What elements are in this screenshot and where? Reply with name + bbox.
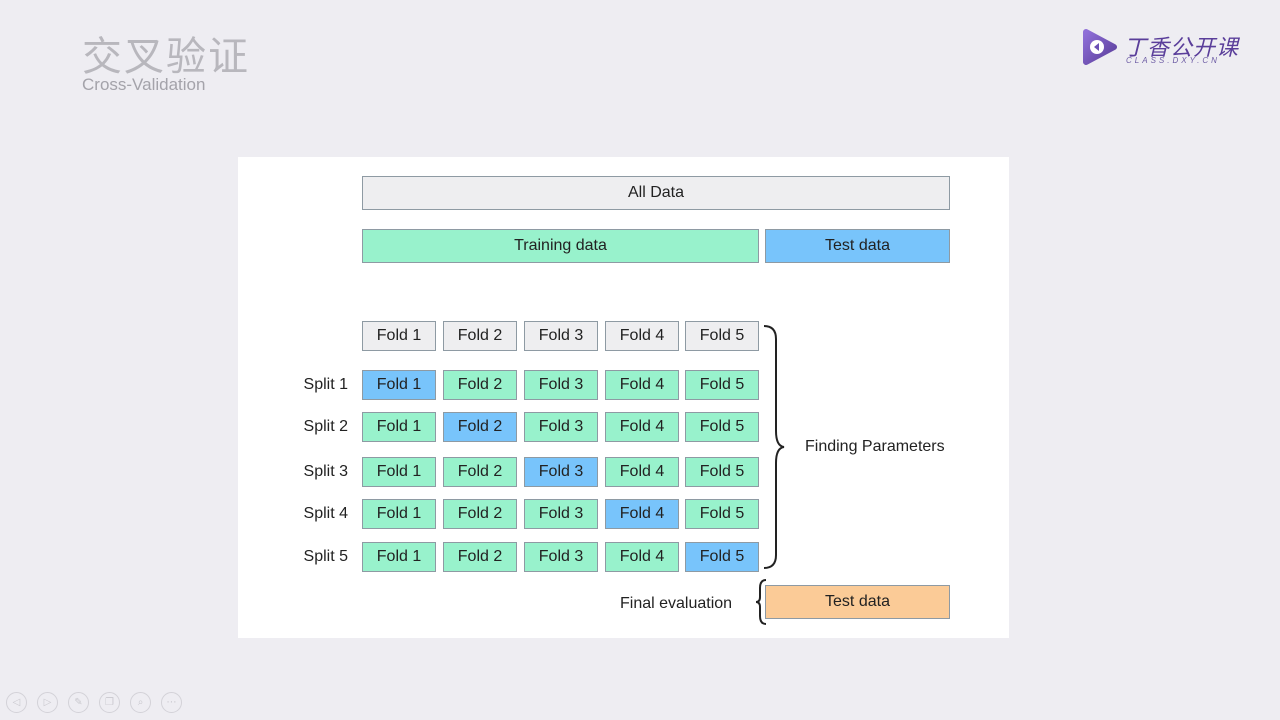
all-data-box: All Data: [362, 176, 950, 210]
zoom-icon[interactable]: ⌕: [130, 692, 151, 713]
train-fold-box: Fold 3: [524, 412, 598, 442]
train-fold-box: Fold 5: [685, 370, 759, 400]
test-fold-box: Fold 1: [362, 370, 436, 400]
train-fold-box: Fold 1: [362, 499, 436, 529]
curly-brace-icon: [755, 579, 767, 625]
train-fold-box: Fold 5: [685, 412, 759, 442]
split-label: Split 3: [303, 463, 348, 480]
train-fold-box: Fold 3: [524, 542, 598, 572]
slide-subtitle: Cross-Validation: [82, 75, 206, 94]
split-label: Split 2: [303, 418, 348, 435]
test-data-box: Test data: [765, 229, 950, 263]
train-fold-box: Fold 2: [443, 499, 517, 529]
split-label: Split 5: [303, 548, 348, 565]
train-fold-box: Fold 1: [362, 412, 436, 442]
curly-brace-icon: [763, 325, 785, 569]
more-icon[interactable]: ⋯: [161, 692, 182, 713]
train-fold-box: Fold 4: [605, 457, 679, 487]
finding-parameters-label: Finding Parameters: [805, 438, 945, 455]
fold-header-box: Fold 2: [443, 321, 517, 351]
test-fold-box: Fold 2: [443, 412, 517, 442]
fold-header-box: Fold 5: [685, 321, 759, 351]
play-logo-icon: [1083, 29, 1117, 65]
brand-domain: CLASS.DXY.CN: [1126, 56, 1220, 65]
train-fold-box: Fold 3: [524, 499, 598, 529]
train-fold-box: Fold 4: [605, 412, 679, 442]
test-fold-box: Fold 3: [524, 457, 598, 487]
test-fold-box: Fold 4: [605, 499, 679, 529]
train-fold-box: Fold 1: [362, 457, 436, 487]
slide-title: 交叉验证: [82, 34, 250, 80]
final-test-data-box: Test data: [765, 585, 950, 619]
train-fold-box: Fold 2: [443, 542, 517, 572]
pen-icon[interactable]: ✎: [68, 692, 89, 713]
train-fold-box: Fold 2: [443, 370, 517, 400]
train-fold-box: Fold 1: [362, 542, 436, 572]
split-label: Split 1: [303, 376, 348, 393]
next-icon[interactable]: ▷: [37, 692, 58, 713]
brand-logo: 丁香公开课 CLASS.DXY.CN: [1080, 28, 1250, 68]
train-fold-box: Fold 5: [685, 499, 759, 529]
train-fold-box: Fold 3: [524, 370, 598, 400]
fold-header-box: Fold 4: [605, 321, 679, 351]
split-label: Split 4: [303, 505, 348, 522]
test-fold-box: Fold 5: [685, 542, 759, 572]
train-fold-box: Fold 5: [685, 457, 759, 487]
fold-header-box: Fold 3: [524, 321, 598, 351]
final-evaluation-label: Final evaluation: [620, 595, 733, 612]
brand-name: 丁香公开课: [1124, 36, 1240, 61]
train-fold-box: Fold 2: [443, 457, 517, 487]
fold-header-box: Fold 1: [362, 321, 436, 351]
copy-icon[interactable]: ❐: [99, 692, 120, 713]
training-data-box: Training data: [362, 229, 759, 263]
train-fold-box: Fold 4: [605, 542, 679, 572]
train-fold-box: Fold 4: [605, 370, 679, 400]
prev-icon[interactable]: ◁: [6, 692, 27, 713]
